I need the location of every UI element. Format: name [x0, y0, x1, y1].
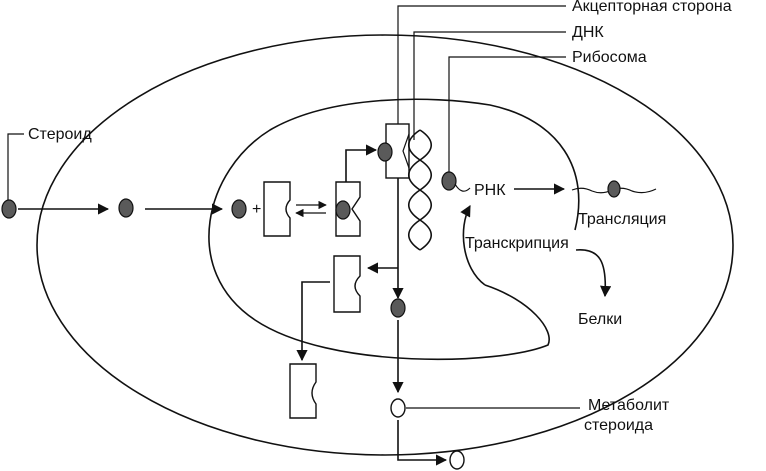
dna-helix-strand-b: [407, 129, 433, 251]
proteins-label: Белки: [578, 311, 622, 328]
ribosome-label: Рибосома: [572, 49, 647, 66]
transcription-label: Транскрипция: [465, 235, 569, 252]
acceptor-site: [402, 133, 410, 169]
plus-sign: +: [252, 201, 261, 218]
dna-bound-steroid: [377, 142, 393, 162]
receptor-export-arrow: [296, 281, 330, 362]
protein-synthesis-arrow: [575, 249, 612, 298]
steroid-metabolite: [390, 398, 406, 418]
receptor-cytoplasm: [289, 363, 317, 419]
metabolite-label-line1: Метаболит: [588, 397, 670, 414]
acceptor-side-label: Акцепторная сторона: [572, 0, 732, 15]
excreted-metabolite: [449, 450, 465, 470]
dna-label: ДНК: [572, 24, 604, 41]
released-steroid: [390, 298, 406, 318]
steroid-label: Стероид: [28, 126, 92, 143]
receptor-free: [263, 181, 291, 237]
translation-label: Трансляция: [578, 211, 666, 228]
receptor-released: [333, 255, 361, 313]
ribosome-to-rna-curve: [454, 183, 471, 192]
steroid-molecule-nucleus: [231, 199, 247, 219]
receptor-bound-steroid: [335, 200, 351, 220]
steroid-leader: [7, 133, 24, 200]
ribosome-leader: [448, 56, 566, 172]
steroid-molecule-outside: [1, 199, 17, 219]
ribosome-molecule: [441, 171, 457, 191]
rna-label: РНК: [474, 182, 506, 199]
steroid-molecule-cytoplasm: [118, 198, 134, 218]
metabolite-excretion-arrow: [397, 420, 448, 466]
receptor-activation-arrow: [345, 144, 378, 182]
dna-leader: [413, 31, 566, 140]
acceptor-leader: [397, 5, 566, 125]
transcription-arrow: [460, 205, 486, 286]
metabolite-label-line2: стероида: [584, 417, 653, 434]
translation-ribosome: [607, 180, 621, 198]
nuclear-membrane: [208, 98, 580, 361]
cell-membrane: [36, 34, 734, 456]
